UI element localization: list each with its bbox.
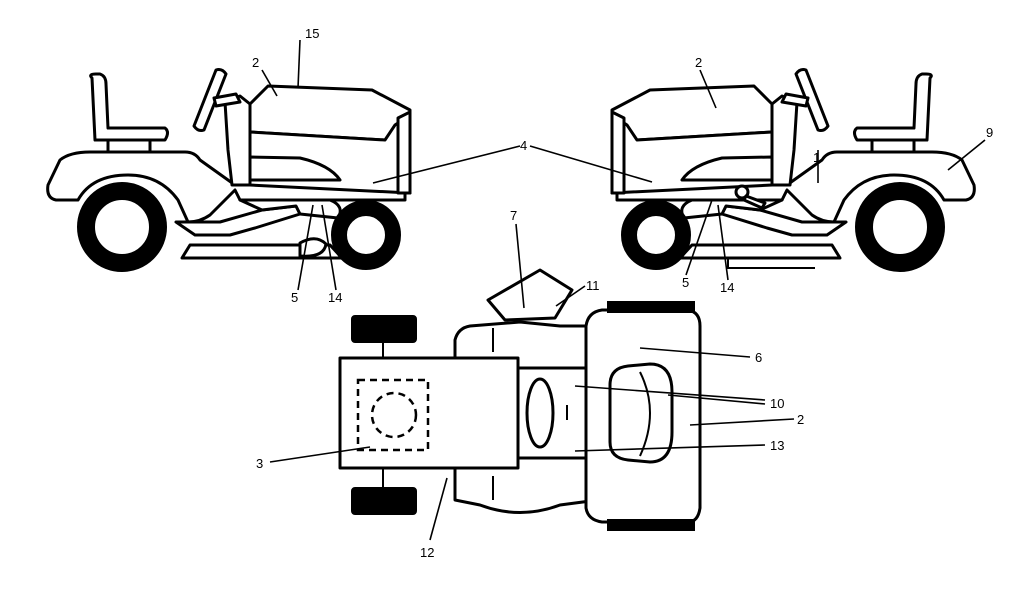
callout-3: 3	[256, 456, 263, 471]
engine-pulley-top	[370, 391, 418, 439]
seat-left	[89, 72, 169, 142]
rear-wheel-top-upper	[607, 301, 695, 313]
leader-2-top-b	[667, 394, 766, 405]
callout-2-left: 2	[252, 55, 259, 70]
callout-9: 9	[986, 125, 993, 140]
callout-10: 10	[770, 396, 784, 411]
leader-9	[947, 139, 986, 171]
callout-2-top: 2	[797, 412, 804, 427]
discharge-chute-top	[486, 268, 574, 322]
tractor-left-side-view	[46, 68, 412, 272]
callout-13: 13	[770, 438, 784, 453]
leader-13	[574, 444, 766, 452]
callout-2-right: 2	[695, 55, 702, 70]
tractor-right-side-view	[610, 68, 976, 272]
leader-3	[269, 446, 371, 463]
front-wheel-top-upper	[351, 315, 417, 343]
tractor-top-view	[338, 268, 702, 531]
hood-side-panel-right	[680, 155, 774, 182]
leader-2-top	[689, 418, 795, 426]
front-hub-right	[635, 214, 677, 256]
grille-right	[610, 110, 626, 195]
steering-column-right	[780, 92, 810, 108]
rear-hub-left	[93, 198, 151, 256]
callout-5-left: 5	[291, 290, 298, 305]
seat-top	[608, 362, 674, 464]
callout-12: 12	[420, 545, 434, 560]
steering-wheel-left	[192, 68, 228, 132]
hood-right	[610, 84, 774, 142]
front-hub-left	[345, 214, 387, 256]
leader-lines	[261, 39, 986, 541]
leader-7	[515, 223, 525, 309]
leader-5-left	[297, 204, 314, 291]
callout-5-right: 5	[682, 275, 689, 290]
callout-6: 6	[755, 350, 762, 365]
leader-12	[429, 477, 448, 541]
lift-lever-right	[742, 194, 767, 210]
leader-15	[297, 39, 301, 89]
callout-1: 1	[813, 150, 820, 165]
grille-left	[396, 110, 412, 195]
callout-7: 7	[510, 208, 517, 223]
footrest-left	[238, 198, 342, 220]
steering-wheel-right	[794, 68, 830, 132]
hood-side-panel-left	[248, 155, 342, 182]
callout-15: 15	[305, 26, 319, 41]
leader-6	[639, 347, 751, 358]
leader-4-left	[372, 145, 521, 184]
callout-4: 4	[520, 138, 527, 153]
rear-wheel-top-lower	[607, 519, 695, 531]
leader-10	[574, 385, 766, 401]
leader-2-left	[261, 69, 278, 97]
callout-14-left: 14	[328, 290, 342, 305]
leader-11	[555, 285, 586, 307]
leader-14-left	[321, 204, 337, 291]
dash-right	[770, 94, 799, 187]
engine-outline-top	[356, 378, 430, 452]
leader-4-right	[529, 145, 653, 183]
leader-2-right	[699, 69, 717, 109]
callout-11: 11	[586, 278, 600, 293]
leader-14-right	[717, 204, 729, 281]
seat-right	[853, 72, 933, 142]
callout-14-right: 14	[720, 280, 734, 295]
steering-column-left	[212, 92, 242, 108]
mower-deck-right	[678, 243, 842, 260]
callout-labels: 15 2 2 4 1 9 5 14 5 14 7 11 6 10 2 13 3 …	[252, 26, 993, 560]
front-wheel-top-lower	[351, 487, 417, 515]
rear-hub-right	[871, 198, 929, 256]
leader-5-right	[685, 199, 713, 276]
deck-chute-right	[727, 258, 815, 269]
steering-wheel-top	[525, 377, 555, 449]
dash-left	[223, 94, 252, 187]
seat-back-top	[639, 371, 651, 457]
hood-left	[248, 84, 412, 142]
